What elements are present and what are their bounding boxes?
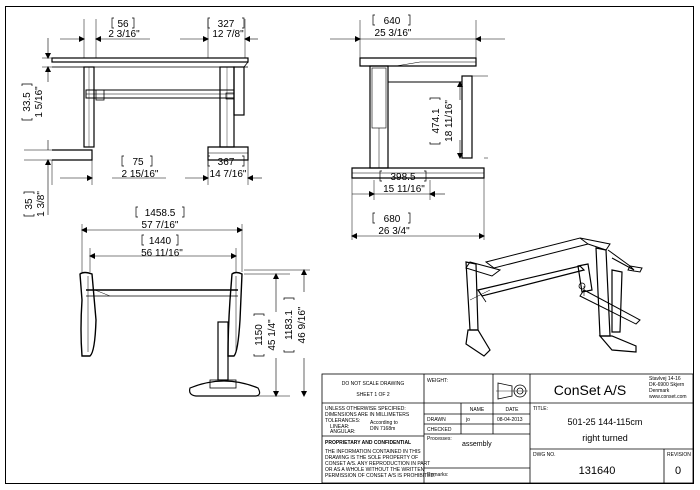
weight-label: WEIGHT: bbox=[427, 378, 448, 384]
do-not-scale-note: DO NOT SCALE DRAWING bbox=[342, 381, 405, 387]
title-label: TITLE: bbox=[533, 406, 548, 412]
dim-side-top-in: 25 3/16" bbox=[375, 28, 412, 39]
dim-side-bottom-mm: 680 bbox=[384, 214, 401, 225]
dim-front-max-in: 46 9/16" bbox=[297, 306, 308, 343]
drawing-title-line1: 501-25 144-115cm bbox=[568, 417, 643, 427]
proprietary-title: PROPRIETARY AND CONFIDENTIAL bbox=[325, 440, 411, 446]
address-line-1: Stavlvej 14-16 bbox=[649, 376, 681, 382]
unless-specified-line1: UNLESS OTHERWISE SPECIFIED: bbox=[325, 406, 406, 412]
drawn-name: jo bbox=[465, 417, 470, 423]
col-date: DATE bbox=[506, 407, 520, 413]
remarks-label: Remarks: bbox=[427, 472, 448, 478]
dim-bottom-right-in: 14 7/16" bbox=[210, 169, 247, 180]
dim-bottom-left-mm: 75 bbox=[132, 157, 144, 168]
title-block-text: DO NOT SCALE DRAWING SHEET 1 OF 2 WEIGHT… bbox=[325, 376, 691, 479]
din-standard: DIN 7168m bbox=[370, 426, 395, 432]
dimension-labels: 56 2 3/16" 327 12 7/8" 33.5 1 5/16" 75 2… bbox=[22, 16, 455, 351]
dim-side-mid-in: 15 11/16" bbox=[383, 184, 425, 195]
dim-front-outer-mm: 1458.5 bbox=[145, 208, 176, 219]
proprietary-line-5: PERMISSION OF CONSET A/S IS PROHIBITED. bbox=[325, 473, 435, 479]
dim-left-height-in: 1 5/16" bbox=[34, 86, 45, 118]
dim-side-top-mm: 640 bbox=[384, 16, 401, 27]
dim-top-right-mm: 327 bbox=[218, 19, 235, 30]
col-name: NAME bbox=[470, 407, 485, 413]
dim-top-right-in: 12 7/8" bbox=[212, 29, 244, 40]
address-line-3: Denmark bbox=[649, 388, 670, 394]
address-line-2: DK-6900 Skjern bbox=[649, 382, 685, 388]
dim-front-outer-in: 57 7/16" bbox=[142, 220, 179, 231]
dim-foot-in: 1 3/8" bbox=[36, 191, 47, 217]
drawing-title-line2: right turned bbox=[582, 433, 628, 443]
processes-value: assembly bbox=[462, 441, 492, 448]
view-end-elevation bbox=[330, 20, 505, 240]
dwg-number: 131640 bbox=[579, 465, 616, 477]
dim-front-inner-mm: 1440 bbox=[149, 236, 172, 247]
dim-front-max-mm: 1183.1 bbox=[284, 310, 295, 340]
dim-front-min-in: 45 1/4" bbox=[267, 319, 278, 351]
processes-label: Processes: bbox=[427, 436, 452, 442]
third-angle-projection-icon bbox=[496, 382, 528, 400]
revision-number: 0 bbox=[675, 465, 681, 477]
dim-left-height-mm: 33.5 bbox=[22, 92, 33, 112]
proprietary-line-3: CONSET A/S. ANY REPRODUCTION IN PART bbox=[325, 461, 430, 467]
dim-top-left-mm: 56 bbox=[117, 19, 129, 30]
unless-specified-line2: DIMENSIONS ARE IN MILLIMETERS bbox=[325, 412, 410, 418]
title-block bbox=[321, 373, 694, 484]
proprietary-line-4: OR AS A WHOLE WITHOUT THE WRITTEN bbox=[325, 467, 425, 473]
tolerances-label: TOLERANCES: bbox=[325, 418, 360, 424]
view-side-elevation bbox=[24, 19, 262, 215]
linear-label: LINEAR: bbox=[330, 424, 349, 430]
revision-label: REVISION bbox=[667, 452, 691, 458]
company-name: ConSet A/S bbox=[554, 382, 626, 398]
dim-bottom-right-mm: 367 bbox=[218, 157, 235, 168]
dim-front-inner-in: 56 11/16" bbox=[141, 248, 183, 259]
dim-side-height-mm: 474.1 bbox=[431, 108, 442, 133]
address-line-4: www.conset.com bbox=[649, 394, 687, 400]
dim-front-min-mm: 1150 bbox=[254, 324, 265, 346]
view-isometric bbox=[465, 237, 643, 357]
dimension-brackets bbox=[21, 14, 441, 357]
dim-side-mid-mm: 398.5 bbox=[390, 172, 415, 183]
sheet-border bbox=[5, 6, 694, 484]
sheet-number: SHEET 1 OF 2 bbox=[356, 392, 389, 398]
dim-foot-mm: 35 bbox=[24, 198, 35, 210]
drawn-date: 08-04-2013 bbox=[497, 417, 523, 423]
according-to: According to bbox=[370, 420, 398, 426]
drawn-label: DRAWN bbox=[427, 417, 446, 423]
checked-label: CHECKED bbox=[427, 427, 452, 433]
dim-side-height-in: 18 11/16" bbox=[444, 100, 455, 142]
view-front-elevation bbox=[79, 224, 310, 397]
proprietary-line-1: THE INFORMATION CONTAINED IN THIS bbox=[325, 449, 421, 455]
dim-side-bottom-in: 26 3/4" bbox=[378, 226, 410, 237]
dwg-no-label: DWG NO. bbox=[533, 452, 556, 458]
angular-label: ANGULAR: bbox=[330, 429, 356, 435]
dim-bottom-left-in: 2 15/16" bbox=[122, 169, 159, 180]
proprietary-line-2: DRAWING IS THE SOLE PROPERTY OF bbox=[325, 455, 418, 461]
dim-top-left-in: 2 3/16" bbox=[108, 29, 140, 40]
